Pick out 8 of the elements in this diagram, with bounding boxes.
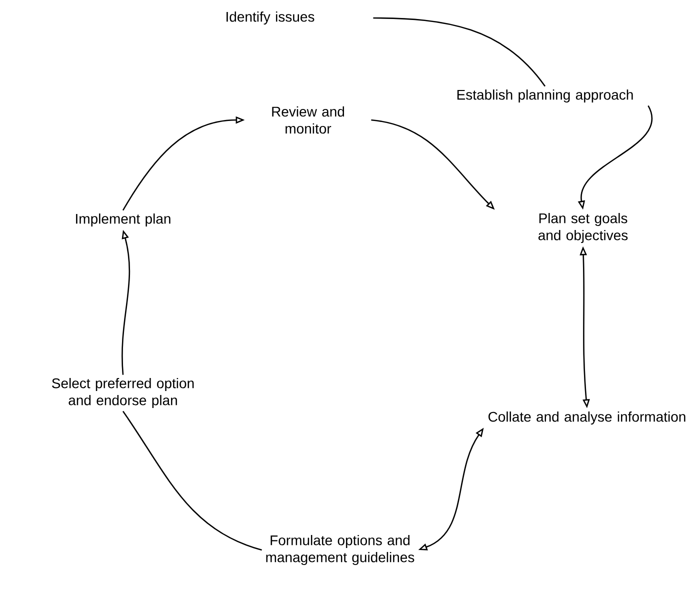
step-text: Collate and analyse information [488, 411, 686, 425]
step-text: Identify issues [226, 11, 314, 25]
step-text: Formulate options and management guidelines [266, 534, 414, 566]
step-text: Plan set goals and objectives [538, 212, 628, 244]
step-text: Select preferred option and endorse plan [52, 378, 194, 408]
step-text: Implement plan [76, 213, 170, 227]
step-text: Establish planning approach [457, 89, 633, 103]
step-text: Review and monitor [272, 106, 344, 134]
